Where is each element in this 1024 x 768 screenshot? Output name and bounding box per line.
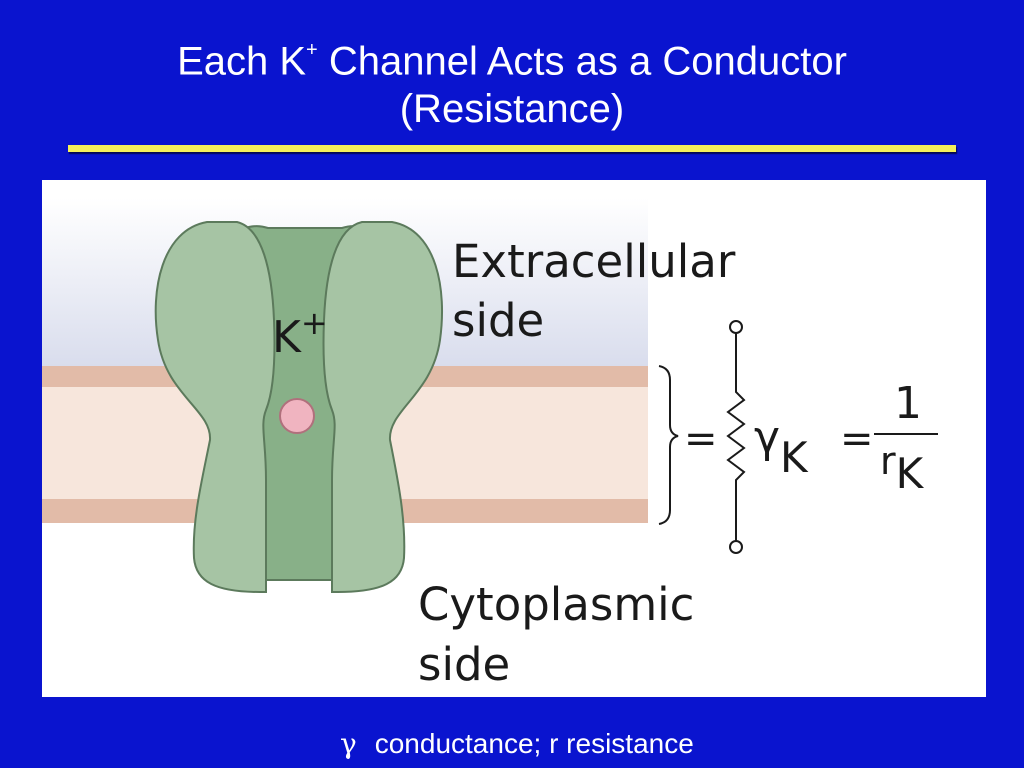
- terminal-top: [729, 320, 743, 334]
- extracellular-label-2: side: [452, 294, 544, 347]
- title-line-1: Each K+ Channel Acts as a Conductor: [177, 39, 847, 84]
- title-superscript: +: [306, 39, 318, 61]
- cytoplasmic-label-1: Cytoplasmic: [418, 578, 694, 631]
- caption-gamma-symbol: γ: [340, 727, 357, 760]
- ion-label: K+: [272, 304, 328, 363]
- gamma-symbol: γK: [754, 412, 809, 482]
- title-underline: [68, 145, 956, 152]
- title-line-2: (Resistance): [399, 87, 625, 132]
- fraction-numerator: 1: [894, 378, 922, 429]
- cytoplasmic-label-2: side: [418, 638, 510, 691]
- diagram-panel: K+ Extracellular side Cytoplasmic side =…: [42, 180, 986, 697]
- fraction-denominator: rK: [880, 439, 925, 498]
- potassium-ion: [279, 398, 315, 434]
- equals-sign-2: =: [840, 416, 874, 462]
- channel-subunit-left: [154, 221, 276, 593]
- channel-subunit-right: [322, 221, 443, 593]
- extracellular-label-1: Extracellular: [452, 235, 736, 288]
- slide-title: Each K+ Channel Acts as a Conductor (Res…: [0, 30, 1024, 133]
- slide-caption: γ conductance; r resistance: [340, 724, 840, 764]
- equals-sign-1: =: [684, 416, 718, 462]
- membrane-brace: [658, 365, 679, 525]
- terminal-bottom: [729, 540, 743, 554]
- resistor-symbol: [726, 333, 746, 541]
- channel-diagram: K+ Extracellular side Cytoplasmic side =…: [42, 198, 938, 691]
- caption-text: conductance; r resistance: [374, 728, 694, 759]
